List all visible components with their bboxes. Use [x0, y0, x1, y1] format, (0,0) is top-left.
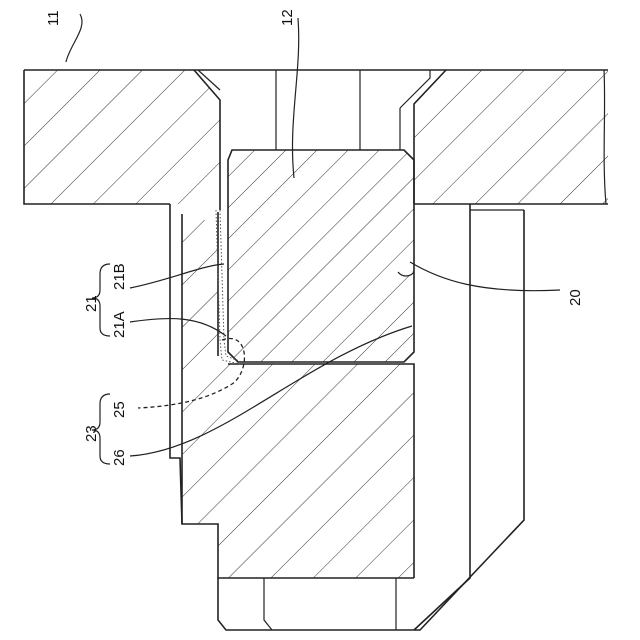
component-12: [228, 150, 414, 362]
label-21A: 21A: [111, 311, 128, 338]
label-23: 23: [83, 425, 100, 442]
label-25: 25: [111, 401, 128, 418]
label-12: 12: [279, 9, 296, 26]
label-21B: 21B: [111, 263, 128, 290]
member-11-right: [400, 70, 608, 204]
label-11: 11: [45, 10, 62, 26]
label-26: 26: [111, 449, 128, 466]
label-21: 21: [83, 295, 100, 312]
label-20: 20: [567, 289, 584, 306]
